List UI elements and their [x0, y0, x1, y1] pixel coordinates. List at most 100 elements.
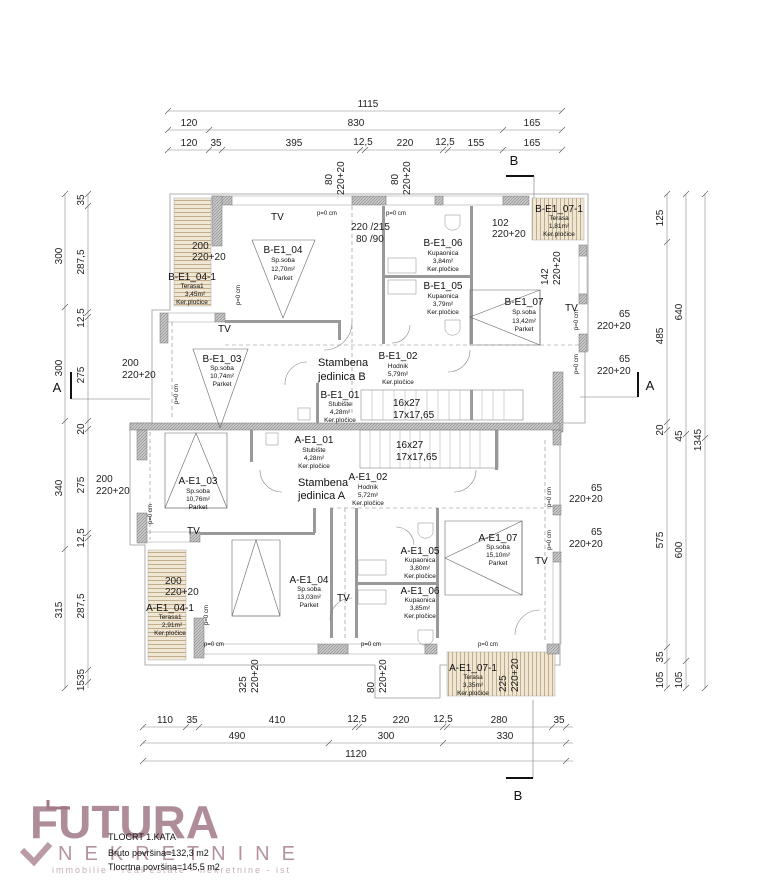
dim-bot-r1-6: 280 [491, 715, 508, 726]
threshold-label: p=0 cm [204, 642, 224, 648]
window-b04-width: 200 [192, 241, 209, 252]
bed-b03-icon [192, 348, 249, 429]
svg-text:12,70m²: 12,70m² [271, 266, 296, 273]
tv-labels: TV TV TV TV TV TV [187, 212, 578, 604]
svg-text:Terasa1: Terasa1 [180, 283, 204, 290]
window-r2-width: 65 [619, 354, 631, 365]
svg-text:A-E1_05: A-E1_05 [401, 546, 440, 557]
svg-text:Hodnik: Hodnik [358, 484, 379, 491]
dim-left-outer-3: 315 [54, 601, 65, 618]
exterior-walls [129, 195, 588, 659]
svg-text:3,45m²: 3,45m² [185, 291, 206, 298]
bed-a07-icon [444, 520, 523, 596]
dim-top-r3-3: 12,5 [353, 137, 373, 148]
unit-b-label-2: jedinica B [317, 371, 366, 383]
threshold-label: p=0 cm [386, 211, 406, 217]
svg-text:Sp.soba: Sp.soba [271, 257, 295, 264]
window-a07-terrace-width: 225 [498, 675, 509, 692]
door-bottom-1-height: 220+20 [250, 659, 261, 693]
dim-left-outer-0: 300 [54, 247, 65, 264]
svg-text:Hodnik: Hodnik [388, 363, 409, 370]
dim-top-r3-0: 120 [181, 138, 198, 149]
logo-name: FUTURA [30, 796, 219, 848]
dim-right-inner-4: 35 [655, 651, 666, 663]
svg-text:10,76m²: 10,76m² [186, 496, 211, 503]
stairs-lower [359, 429, 499, 469]
opening-labels: 80 220+20 80 220+20 325 220+20 80 220+20… [96, 161, 631, 693]
window-r4-width: 65 [591, 527, 603, 538]
svg-text:B-E1_03: B-E1_03 [203, 354, 242, 365]
svg-text:3,79m²: 3,79m² [433, 301, 454, 308]
threshold-label: p=0 cm [148, 504, 154, 524]
bathtub-a05-icon [357, 559, 387, 576]
window-a04-height: 220+20 [165, 587, 199, 598]
door-bottom-2-width: 80 [366, 681, 377, 693]
room-a06: A-E1_06 Kupaonica 3,85m² Ker.pločice [401, 586, 440, 620]
svg-text:Ker.pločice: Ker.pločice [154, 630, 186, 637]
svg-text:Sp.soba: Sp.soba [486, 544, 510, 551]
dim-top-r3-5: 12,5 [435, 137, 455, 148]
svg-text:Ker.pločice: Ker.pločice [352, 500, 384, 507]
terrace-b04-1 [173, 197, 212, 307]
dim-right-inner-5: 105 [655, 671, 666, 688]
dim-bot-r2-2: 330 [497, 731, 514, 742]
dim-bot-r1-7: 35 [553, 715, 565, 726]
dim-top-r2-0: 120 [181, 118, 198, 129]
svg-text:Sp.soba: Sp.soba [297, 586, 321, 593]
window-r4-height: 220+20 [569, 539, 603, 550]
svg-text:B-E1_05: B-E1_05 [424, 281, 463, 292]
svg-text:B-E1_01: B-E1_01 [321, 390, 360, 401]
dim-bot-r1-4: 220 [393, 715, 410, 726]
room-a05: A-E1_05 Kupaonica 3,80m² Ker.pločice [401, 546, 440, 580]
dim-left-inner-4: 20 [76, 423, 87, 435]
entry-door-a: 220 /215 [351, 222, 390, 233]
left-dimensions [61, 190, 92, 692]
dim-bot-total: 1120 [345, 749, 367, 760]
room-b04-1: B-E1_04-1 Terasa1 3,45m² Ker.pločice [168, 272, 216, 306]
bathtub-b05-icon [387, 279, 417, 295]
window-r2-height: 220+20 [597, 366, 631, 377]
svg-text:Ker.pločice: Ker.pločice [382, 379, 414, 386]
room-a03: A-E1_03 Sp.soba 10,76m² Parket [179, 476, 218, 511]
svg-text:Ker.pločice: Ker.pločice [324, 417, 356, 424]
toilet-b05-icon [444, 319, 461, 336]
dim-right-inner-0: 125 [655, 209, 666, 226]
dim-right-mid-3: 105 [674, 671, 685, 688]
dim-top-r3-7: 165 [524, 138, 541, 149]
room-b01: B-E1_01 Stubište 4,28m² Ker.pločice [321, 390, 360, 424]
svg-text:Stubište: Stubište [302, 447, 326, 454]
svg-text:1,81m²: 1,81m² [549, 223, 570, 230]
dim-bot-r1-5: 12,5 [433, 714, 453, 725]
gross-area: Bruto površina=132,3 m2 [108, 848, 209, 858]
bed-b04-icon [251, 239, 316, 319]
door-swings [259, 321, 541, 636]
logo-check-icon [19, 842, 53, 867]
drawing-title: TLOCRT 1.KATA [108, 832, 176, 842]
svg-text:B-E1_07: B-E1_07 [505, 297, 544, 308]
dim-bot-r1-3: 12,5 [347, 714, 367, 725]
sink-b-icon [297, 407, 311, 421]
svg-text:Terasa1: Terasa1 [158, 614, 182, 621]
door-top-1-height: 220+20 [336, 161, 347, 195]
window-b07-top-height: 220+20 [492, 229, 526, 240]
dim-right-total: 1345 [693, 428, 704, 451]
sink-a-icon [265, 432, 279, 446]
window-strips [146, 195, 588, 655]
bed-a04-icon [231, 539, 281, 617]
interior-walls [200, 206, 498, 638]
dim-top-r3-6: 155 [468, 138, 485, 149]
dim-top-total: 1115 [358, 99, 379, 110]
svg-text:A-E1_04: A-E1_04 [290, 575, 329, 586]
svg-text:A-E1_01: A-E1_01 [295, 435, 334, 446]
title-block: TLOCRT 1.KATA Bruto površina=132,3 m2 Tl… [108, 832, 220, 872]
window-b03-height: 220+20 [122, 370, 156, 381]
dim-bot-r1-2: 410 [269, 715, 286, 726]
room-a02: A-E1_02 Hodnik 5,72m² Ker.pločice [349, 472, 388, 507]
terrace-b07-1 [531, 197, 585, 241]
svg-text:A-E1_07: A-E1_07 [479, 533, 518, 544]
svg-text:Kupaonica: Kupaonica [428, 250, 459, 257]
section-a-right-label: A [646, 378, 655, 393]
dim-right-mid-2: 600 [674, 541, 685, 558]
bed-a03-icon [164, 432, 228, 509]
